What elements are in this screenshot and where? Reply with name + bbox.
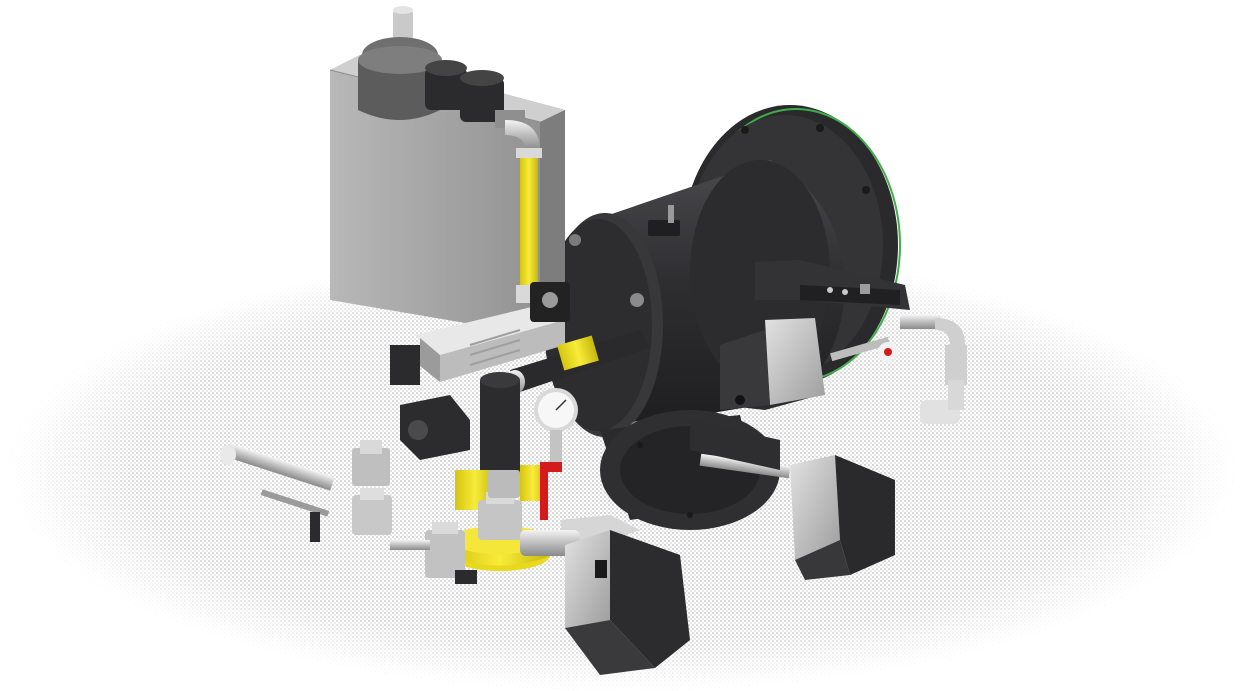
right-linkage-bracket xyxy=(755,260,967,424)
yellow-pressure-tube xyxy=(516,148,542,303)
top-actuator xyxy=(358,6,540,150)
pneumatic-actuator xyxy=(390,282,570,385)
servo-motor-bottom xyxy=(520,515,690,675)
fuel-train xyxy=(220,440,562,584)
valve-block-left xyxy=(400,372,520,480)
servo-motor-upper-right xyxy=(720,318,825,410)
pressure-gauge xyxy=(534,388,578,470)
servo-motor-lower-right xyxy=(690,420,895,580)
